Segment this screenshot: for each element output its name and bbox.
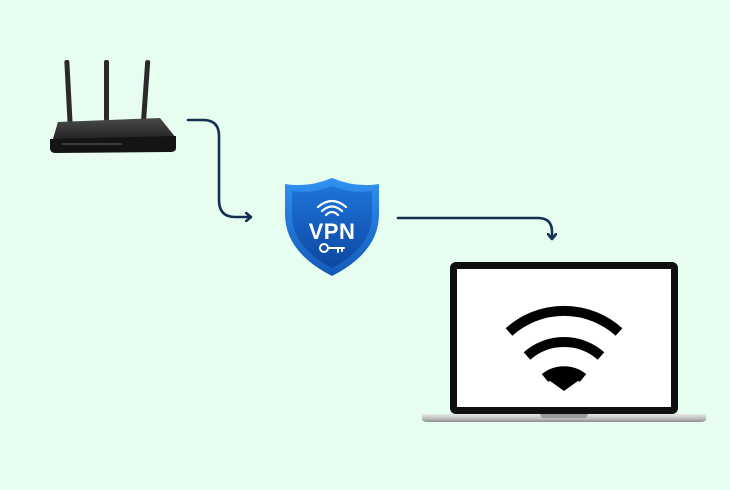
vpn-label: VPN bbox=[309, 219, 356, 244]
connector-router-to-vpn bbox=[186, 118, 250, 217]
laptop-icon bbox=[422, 262, 706, 422]
connector-vpn-to-laptop bbox=[396, 216, 552, 238]
key-icon bbox=[319, 243, 345, 253]
vpn-shield-icon: VPN bbox=[285, 178, 379, 276]
wifi-router-icon bbox=[50, 59, 176, 153]
vpn-signal-icon bbox=[316, 199, 348, 217]
wifi-signal-base bbox=[546, 378, 582, 391]
